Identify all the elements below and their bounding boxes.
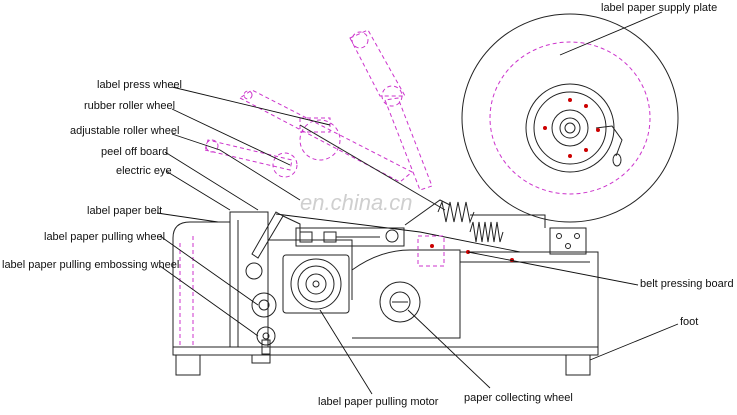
pulling-motor: [282, 254, 350, 314]
label-pulling-motor: label paper pulling motor: [318, 396, 439, 408]
pulling-wheels: [245, 262, 277, 355]
label-press-wheel: label press wheel: [97, 79, 182, 91]
peel-off-board: [251, 211, 521, 259]
label-belt-pressing: belt pressing board: [640, 278, 734, 290]
label-collecting-wheel: paper collecting wheel: [464, 392, 573, 404]
leader-lines: [156, 11, 679, 395]
label-rubber-roller: rubber roller wheel: [84, 100, 175, 112]
label-foot: foot: [680, 316, 698, 328]
label-paper-belt: label paper belt: [87, 205, 162, 217]
label-peel-off: peel off board: [101, 146, 168, 158]
machine-base: [172, 221, 599, 376]
label-supply-plate: label paper supply plate: [601, 2, 717, 14]
machine-body: [229, 211, 599, 347]
label-pulling-wheel: label paper pulling wheel: [44, 231, 165, 243]
collecting-wheel: [379, 281, 421, 323]
supply-plate: [461, 13, 679, 223]
label-embossing-wheel: label paper pulling embossing wheel: [2, 259, 179, 271]
watermark: en.china.cn: [300, 190, 413, 215]
label-electric-eye: electric eye: [116, 165, 172, 177]
roller-arms: [204, 29, 446, 211]
label-adjustable-roller: adjustable roller wheel: [70, 125, 179, 137]
